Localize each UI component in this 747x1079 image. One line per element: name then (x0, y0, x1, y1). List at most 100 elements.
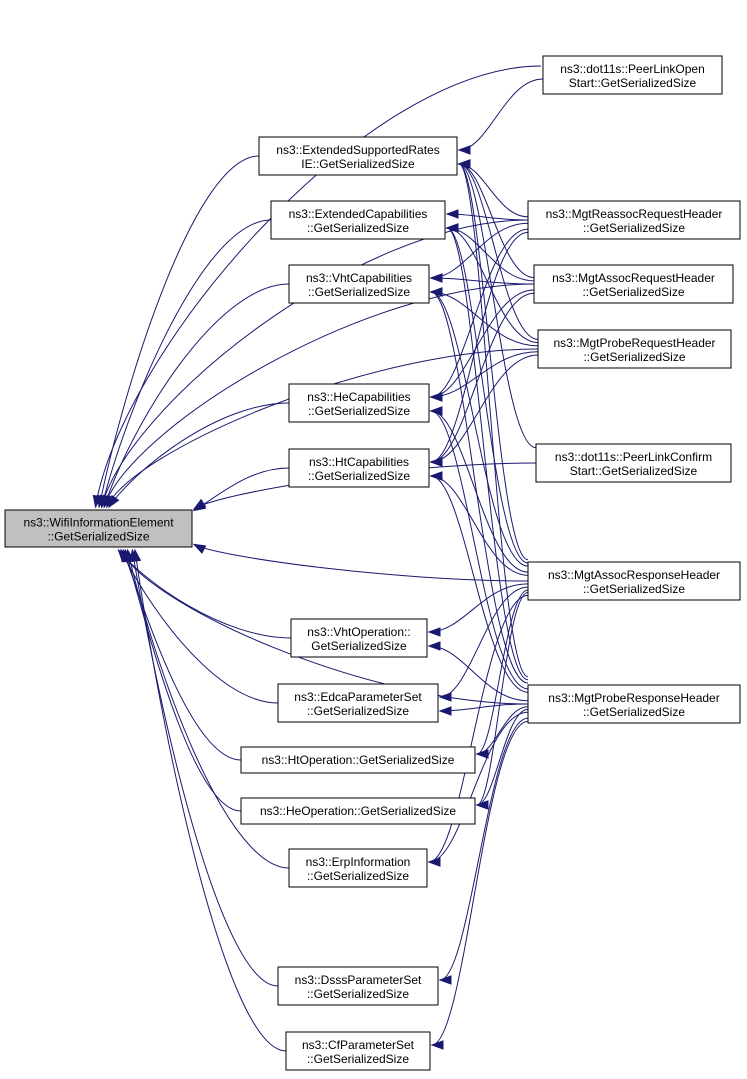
call-edges (92, 65, 544, 1052)
node-vhto-box (290, 618, 428, 658)
edge-proberesp-to-edca-arrowhead (438, 706, 452, 716)
node-edca[interactable]: ns3::EdcaParameterSet::GetSerializedSize (277, 683, 439, 723)
node-root[interactable]: ns3::WifiInformationElement::GetSerializ… (4, 509, 193, 548)
node-assocreq[interactable]: ns3::MgtAssocRequestHeader::GetSerialize… (533, 264, 734, 304)
node-vhtc[interactable]: ns3::VhtCapabilities::GetSerializedSize (288, 264, 430, 304)
edge-probereq-to-htc-line (430, 354, 539, 463)
edge-plo-to-root-line (95, 65, 542, 508)
edge-proberesp-to-heo (475, 708, 529, 810)
edge-proberesp-to-ec (445, 223, 529, 681)
edge-ec-to-root (99, 219, 272, 509)
edge-vhto-to-root (117, 548, 292, 639)
edge-ec-to-root-line (101, 219, 272, 508)
node-htc[interactable]: ns3::HtCapabilities::GetSerializedSize (288, 448, 430, 488)
node-ec[interactable]: ns3::ExtendedCapabilities::GetSerialized… (270, 200, 446, 240)
edge-proberesp-to-esr-line (458, 163, 529, 678)
node-plo-label-line-2: Start::GetSerializedSize (569, 76, 697, 90)
edge-assocresp-to-vhto-arrowhead (427, 627, 441, 637)
node-erp[interactable]: ns3::ErpInformation::GetSerializedSize (288, 848, 428, 888)
node-probereq-label-line-2: ::GetSerializedSize (583, 350, 685, 364)
node-heo[interactable]: ns3::HeOperation::GetSerializedSize (240, 797, 476, 825)
edge-proberesp-to-dsss (438, 717, 529, 985)
edge-proberesp-to-vhtc-line (430, 291, 529, 684)
node-assocreq-label-line-1: ns3::MgtAssocRequestHeader (552, 271, 715, 285)
edge-assocresp-to-hto-line (476, 589, 529, 755)
edge-assocresp-to-edca-line (439, 586, 529, 698)
edge-esr-to-root-line (98, 155, 260, 508)
edge-vhtc-to-root-line (103, 283, 290, 508)
node-edca-label-line-2: ::GetSerializedSize (307, 704, 409, 718)
node-probereq[interactable]: ns3::MgtProbeRequestHeader::GetSerialize… (537, 329, 732, 369)
edge-proberesp-to-ec-arrowhead (445, 223, 459, 233)
node-hec-label-line-2: ::GetSerializedSize (308, 404, 410, 418)
edge-heo-to-root-line (124, 549, 242, 812)
edge-probereq-to-root (106, 348, 539, 509)
edge-assocresp-to-vhto (427, 583, 529, 637)
edge-plc-to-root-arrowhead (192, 498, 207, 510)
node-reassoc-box (527, 200, 741, 240)
edge-vhtc-to-root (103, 283, 290, 509)
edge-plo-to-root-arrowhead (92, 494, 103, 509)
edge-assocresp-to-htc-line (430, 475, 529, 576)
edge-assocresp-to-heo-line (476, 592, 529, 806)
edge-reassoc-to-ec (445, 209, 529, 221)
node-reassoc-label-line-2: ::GetSerializedSize (583, 221, 685, 235)
edge-assocresp-to-edca (438, 586, 529, 702)
node-hto[interactable]: ns3::HtOperation::GetSerializedSize (240, 746, 476, 774)
edge-proberesp-to-hto (475, 706, 529, 759)
edge-proberesp-to-hec-line (430, 410, 529, 690)
node-reassoc[interactable]: ns3::MgtReassocRequestHeader::GetSeriali… (527, 200, 741, 240)
node-cf-label-line-1: ns3::CfParameterSet (302, 1038, 415, 1052)
edge-assocreq-to-hec-line (430, 289, 535, 398)
edge-proberesp-to-erp (427, 711, 529, 867)
node-cf[interactable]: ns3::CfParameterSet::GetSerializedSize (285, 1031, 431, 1071)
edge-probereq-to-vhtc-line (430, 291, 539, 347)
node-esr-box (258, 136, 458, 176)
edge-reassoc-to-htc-line (430, 231, 529, 463)
edge-proberesp-to-edca (438, 703, 529, 716)
node-ec-label-line-1: ns3::ExtendedCapabilities (289, 207, 428, 221)
node-dsss-box (277, 966, 439, 1006)
edge-assocresp-to-root-arrowhead (192, 543, 207, 554)
edge-edca-to-root (120, 548, 279, 704)
edge-assocresp-to-esr-line (458, 163, 529, 561)
node-edca-box (277, 683, 439, 723)
call-nodes: ns3::WifiInformationElement::GetSerializ… (4, 55, 741, 1071)
edge-proberesp-to-vhto (427, 641, 529, 702)
node-esr-label-line-1: ns3::ExtendedSupportedRates (276, 143, 439, 157)
node-proberesp[interactable]: ns3::MgtProbeResponseHeader::GetSerializ… (527, 684, 741, 724)
node-vhtc-label-line-2: ::GetSerializedSize (308, 285, 410, 299)
edge-esr-to-root (96, 155, 260, 509)
node-assocresp-label-line-2: ::GetSerializedSize (583, 582, 685, 596)
node-hec[interactable]: ns3::HeCapabilities::GetSerializedSize (288, 383, 430, 423)
node-assocreq-label-line-2: ::GetSerializedSize (582, 285, 684, 299)
node-assocresp[interactable]: ns3::MgtAssocResponseHeader::GetSerializ… (527, 561, 741, 601)
edge-assocreq-to-esr-line (458, 163, 535, 279)
node-vhto[interactable]: ns3::VhtOperation::GetSerializedSize (290, 618, 428, 658)
edge-probereq-to-root-arrowhead (106, 494, 116, 509)
edge-reassoc-to-ec-arrowhead (445, 209, 459, 219)
edge-plo-to-esr-arrowhead (457, 145, 471, 155)
node-dsss[interactable]: ns3::DsssParameterSet::GetSerializedSize (277, 966, 439, 1006)
node-vhto-label-line-2: GetSerializedSize (311, 639, 407, 653)
edge-assocresp-to-edca-arrowhead (438, 692, 452, 702)
node-vhtc-box (288, 264, 430, 304)
node-assocresp-box (527, 561, 741, 601)
edge-probereq-to-htc-arrowhead (429, 457, 443, 467)
edge-proberesp-to-heo-arrowhead (475, 800, 489, 810)
node-esr[interactable]: ns3::ExtendedSupportedRatesIE::GetSerial… (258, 136, 458, 176)
edge-plo-to-root (92, 65, 542, 509)
node-dsss-label-line-1: ns3::DsssParameterSet (295, 973, 422, 987)
edge-reassoc-to-hec-line (430, 228, 529, 398)
edge-hec-to-root-line (108, 402, 290, 508)
edge-erp-to-root-line (127, 549, 290, 869)
edge-probereq-to-esr-line (458, 163, 539, 340)
edge-plc-to-esr-line (458, 163, 537, 449)
node-vhto-label-line-1: ns3::VhtOperation:: (307, 625, 410, 639)
node-plo[interactable]: ns3::dot11s::PeerLinkOpenStart::GetSeria… (542, 55, 723, 95)
edge-proberesp-to-edca-line (439, 703, 529, 712)
edge-proberesp-to-esr-arrowhead (457, 159, 471, 169)
node-plc-label-line-2: Start::GetSerializedSize (570, 464, 698, 478)
node-plc[interactable]: ns3::dot11s::PeerLinkConfirmStart::GetSe… (535, 443, 732, 483)
